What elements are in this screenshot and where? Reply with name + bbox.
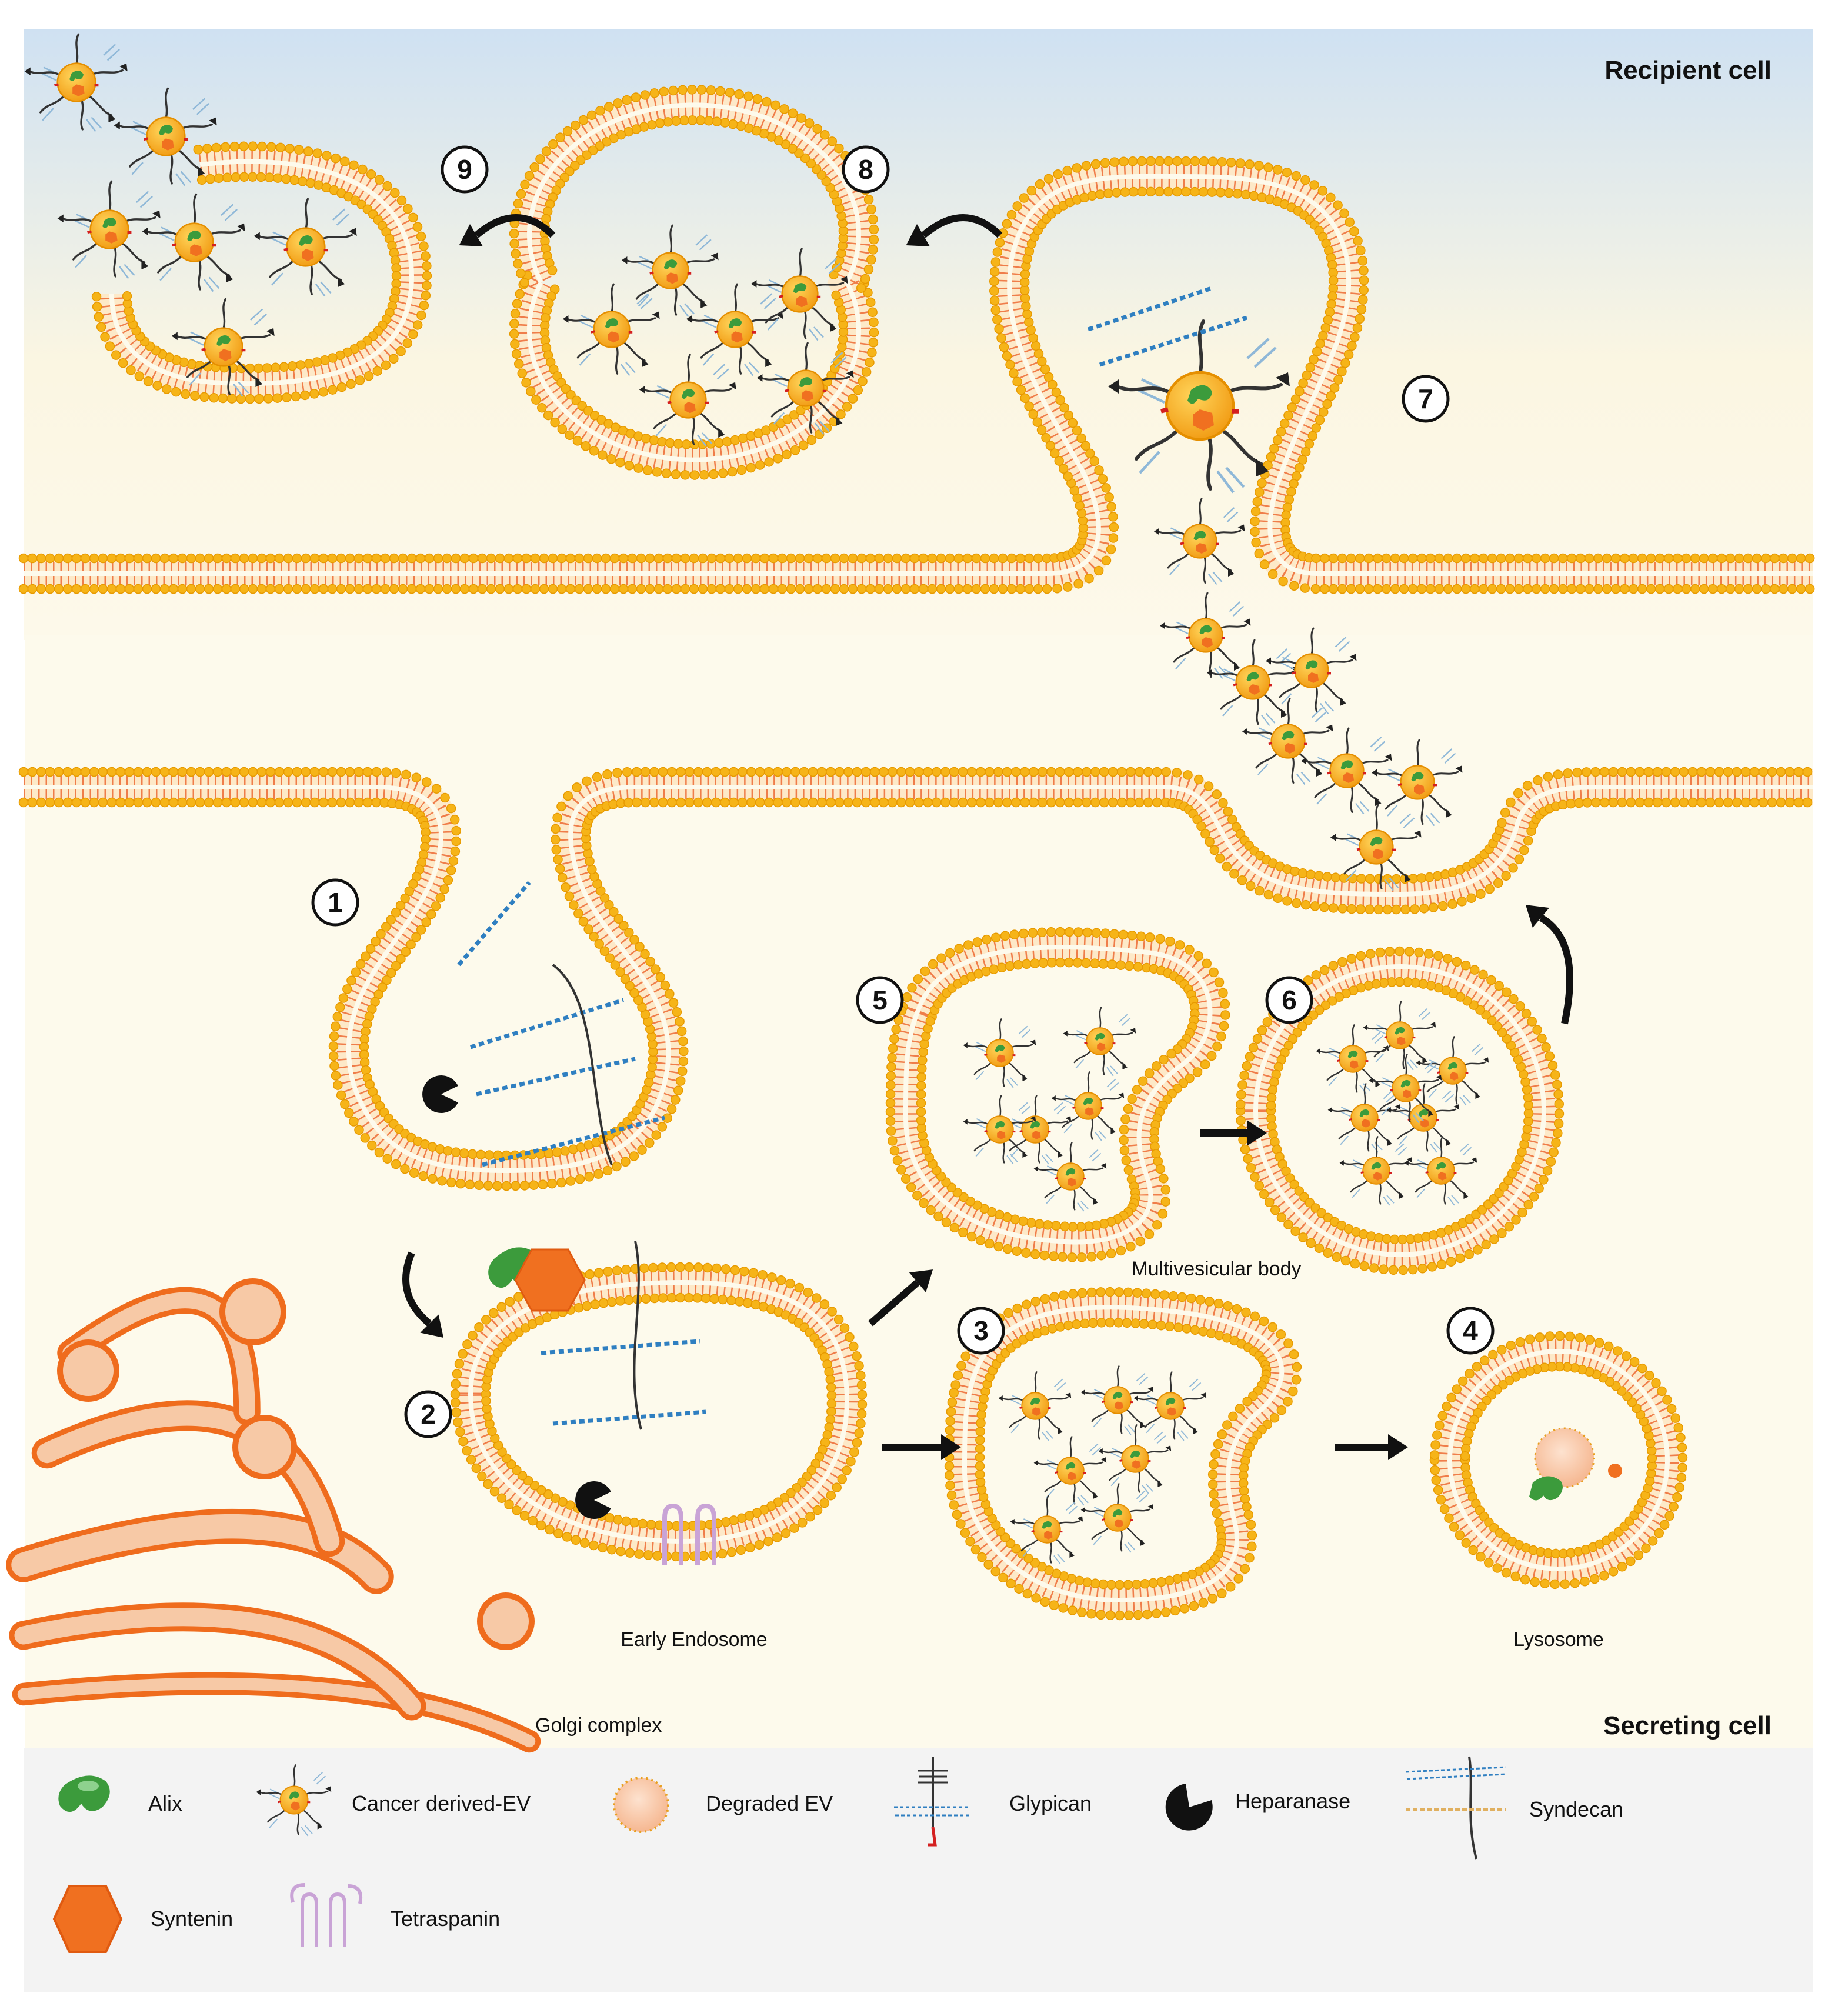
recipient-cell-background bbox=[24, 29, 1813, 635]
golgi-vesicle bbox=[232, 1415, 297, 1479]
svg-text:2: 2 bbox=[421, 1399, 436, 1429]
legend-heparanase-label: Heparanase bbox=[1235, 1789, 1350, 1813]
arrow-2-to-3 bbox=[882, 1434, 961, 1460]
legend-syntenin-label: Syntenin bbox=[151, 1907, 233, 1931]
svg-text:6: 6 bbox=[1282, 985, 1297, 1015]
heparan-sulfate-chain bbox=[482, 1115, 665, 1167]
syntenin-protein bbox=[514, 1248, 586, 1312]
arrow-8-to-9 bbox=[459, 214, 556, 247]
golgi-label: Golgi complex bbox=[535, 1714, 662, 1737]
lysosome-membrane bbox=[1429, 1331, 1688, 1590]
legend-glypican-label: Glypican bbox=[1009, 1791, 1092, 1815]
legend-syndecan-label: Syndecan bbox=[1529, 1797, 1623, 1821]
mvb-5-membrane bbox=[885, 927, 1230, 1262]
syndecan-core-protein bbox=[552, 964, 613, 1165]
legend-tetraspanin-label: Tetraspanin bbox=[391, 1907, 500, 1931]
step-1-marker: 1 bbox=[311, 878, 359, 927]
step-6-marker: 6 bbox=[1265, 976, 1313, 1024]
legend-panel bbox=[24, 1748, 1813, 1992]
recipient-cell-label: Recipient cell bbox=[1604, 56, 1772, 85]
golgi-vesicle bbox=[477, 1592, 535, 1650]
recipient-plasma-membrane bbox=[18, 156, 1815, 594]
secreting-plasma-membrane bbox=[18, 767, 1813, 1191]
step-9-marker: 9 bbox=[441, 145, 489, 194]
early-endosome-label: Early Endosome bbox=[621, 1628, 767, 1651]
legend-alix-icon bbox=[58, 1775, 110, 1812]
syntenin-fragment bbox=[1608, 1464, 1622, 1478]
step-8-marker: 8 bbox=[842, 145, 890, 194]
process-arrows bbox=[402, 214, 1573, 1460]
heparanase-enzyme bbox=[422, 1075, 458, 1113]
arrow-3-to-4 bbox=[1335, 1434, 1408, 1460]
legend-heparanase-icon bbox=[1165, 1784, 1213, 1831]
svg-text:9: 9 bbox=[457, 154, 472, 185]
multivesicular-body-label: Multivesicular body bbox=[1131, 1258, 1301, 1280]
heparanase-enzyme bbox=[575, 1481, 611, 1519]
legend-cancer-ev-label: Cancer derived-EV bbox=[352, 1791, 531, 1815]
heparan-sulfate-chain bbox=[476, 1057, 636, 1097]
legend-tetraspanin-icon bbox=[290, 1883, 362, 1947]
release-vesicle-membrane bbox=[91, 141, 432, 404]
step-5-marker: 5 bbox=[856, 976, 904, 1024]
mvb-6-membrane bbox=[1235, 946, 1565, 1275]
alix-protein bbox=[1529, 1476, 1563, 1501]
golgi-vesicle bbox=[57, 1339, 119, 1402]
heparan-sulfate-chain bbox=[552, 1409, 706, 1426]
vesicle-cargo bbox=[25, 34, 1622, 1565]
svg-text:3: 3 bbox=[973, 1315, 989, 1346]
arrow-6-to-membrane bbox=[1525, 905, 1573, 1025]
svg-text:5: 5 bbox=[872, 985, 888, 1015]
secreting-cell-label: Secreting cell bbox=[1603, 1711, 1772, 1740]
golgi-complex bbox=[6, 1278, 541, 1753]
tetraspanin-protein bbox=[662, 1503, 716, 1565]
arrow-2-to-5 bbox=[868, 1269, 933, 1327]
heparan-sulfate-chain bbox=[469, 998, 625, 1049]
step-7-marker: 7 bbox=[1402, 375, 1450, 423]
legend-degraded-ev-icon bbox=[613, 1777, 669, 1833]
legend: Alix Cancer derived-EV Degraded EV Glypi… bbox=[52, 1756, 1623, 1953]
golgi-vesicle bbox=[219, 1278, 286, 1345]
heparan-sulfate-chain bbox=[457, 881, 531, 967]
legend-alix-label: Alix bbox=[148, 1791, 182, 1815]
legend-degraded-ev-label: Degraded EV bbox=[706, 1791, 833, 1815]
svg-text:7: 7 bbox=[1418, 384, 1433, 414]
svg-text:8: 8 bbox=[858, 154, 873, 185]
mvb-3-membrane bbox=[944, 1287, 1302, 1621]
step-4-marker: 4 bbox=[1446, 1307, 1495, 1355]
svg-text:4: 4 bbox=[1463, 1315, 1478, 1346]
heparan-sulfate-chain bbox=[1087, 286, 1213, 332]
legend-glypican-icon bbox=[894, 1757, 970, 1847]
degraded-ev bbox=[1534, 1427, 1595, 1488]
syndecan-core-protein bbox=[633, 1241, 642, 1430]
heparan-sulfate-chain bbox=[1099, 315, 1248, 367]
heparan-sulfate-chain bbox=[541, 1339, 700, 1355]
arrow-7-to-8 bbox=[906, 214, 1003, 247]
svg-text:1: 1 bbox=[328, 887, 343, 918]
lysosome-label: Lysosome bbox=[1513, 1628, 1604, 1651]
arrow-1-to-2 bbox=[402, 1251, 444, 1338]
step-3-marker: 3 bbox=[957, 1307, 1005, 1355]
step-2-marker: 2 bbox=[404, 1390, 452, 1438]
legend-syndecan-icon bbox=[1405, 1756, 1506, 1860]
arrow-5-to-6 bbox=[1200, 1120, 1267, 1146]
legend-syntenin-icon bbox=[52, 1885, 123, 1953]
